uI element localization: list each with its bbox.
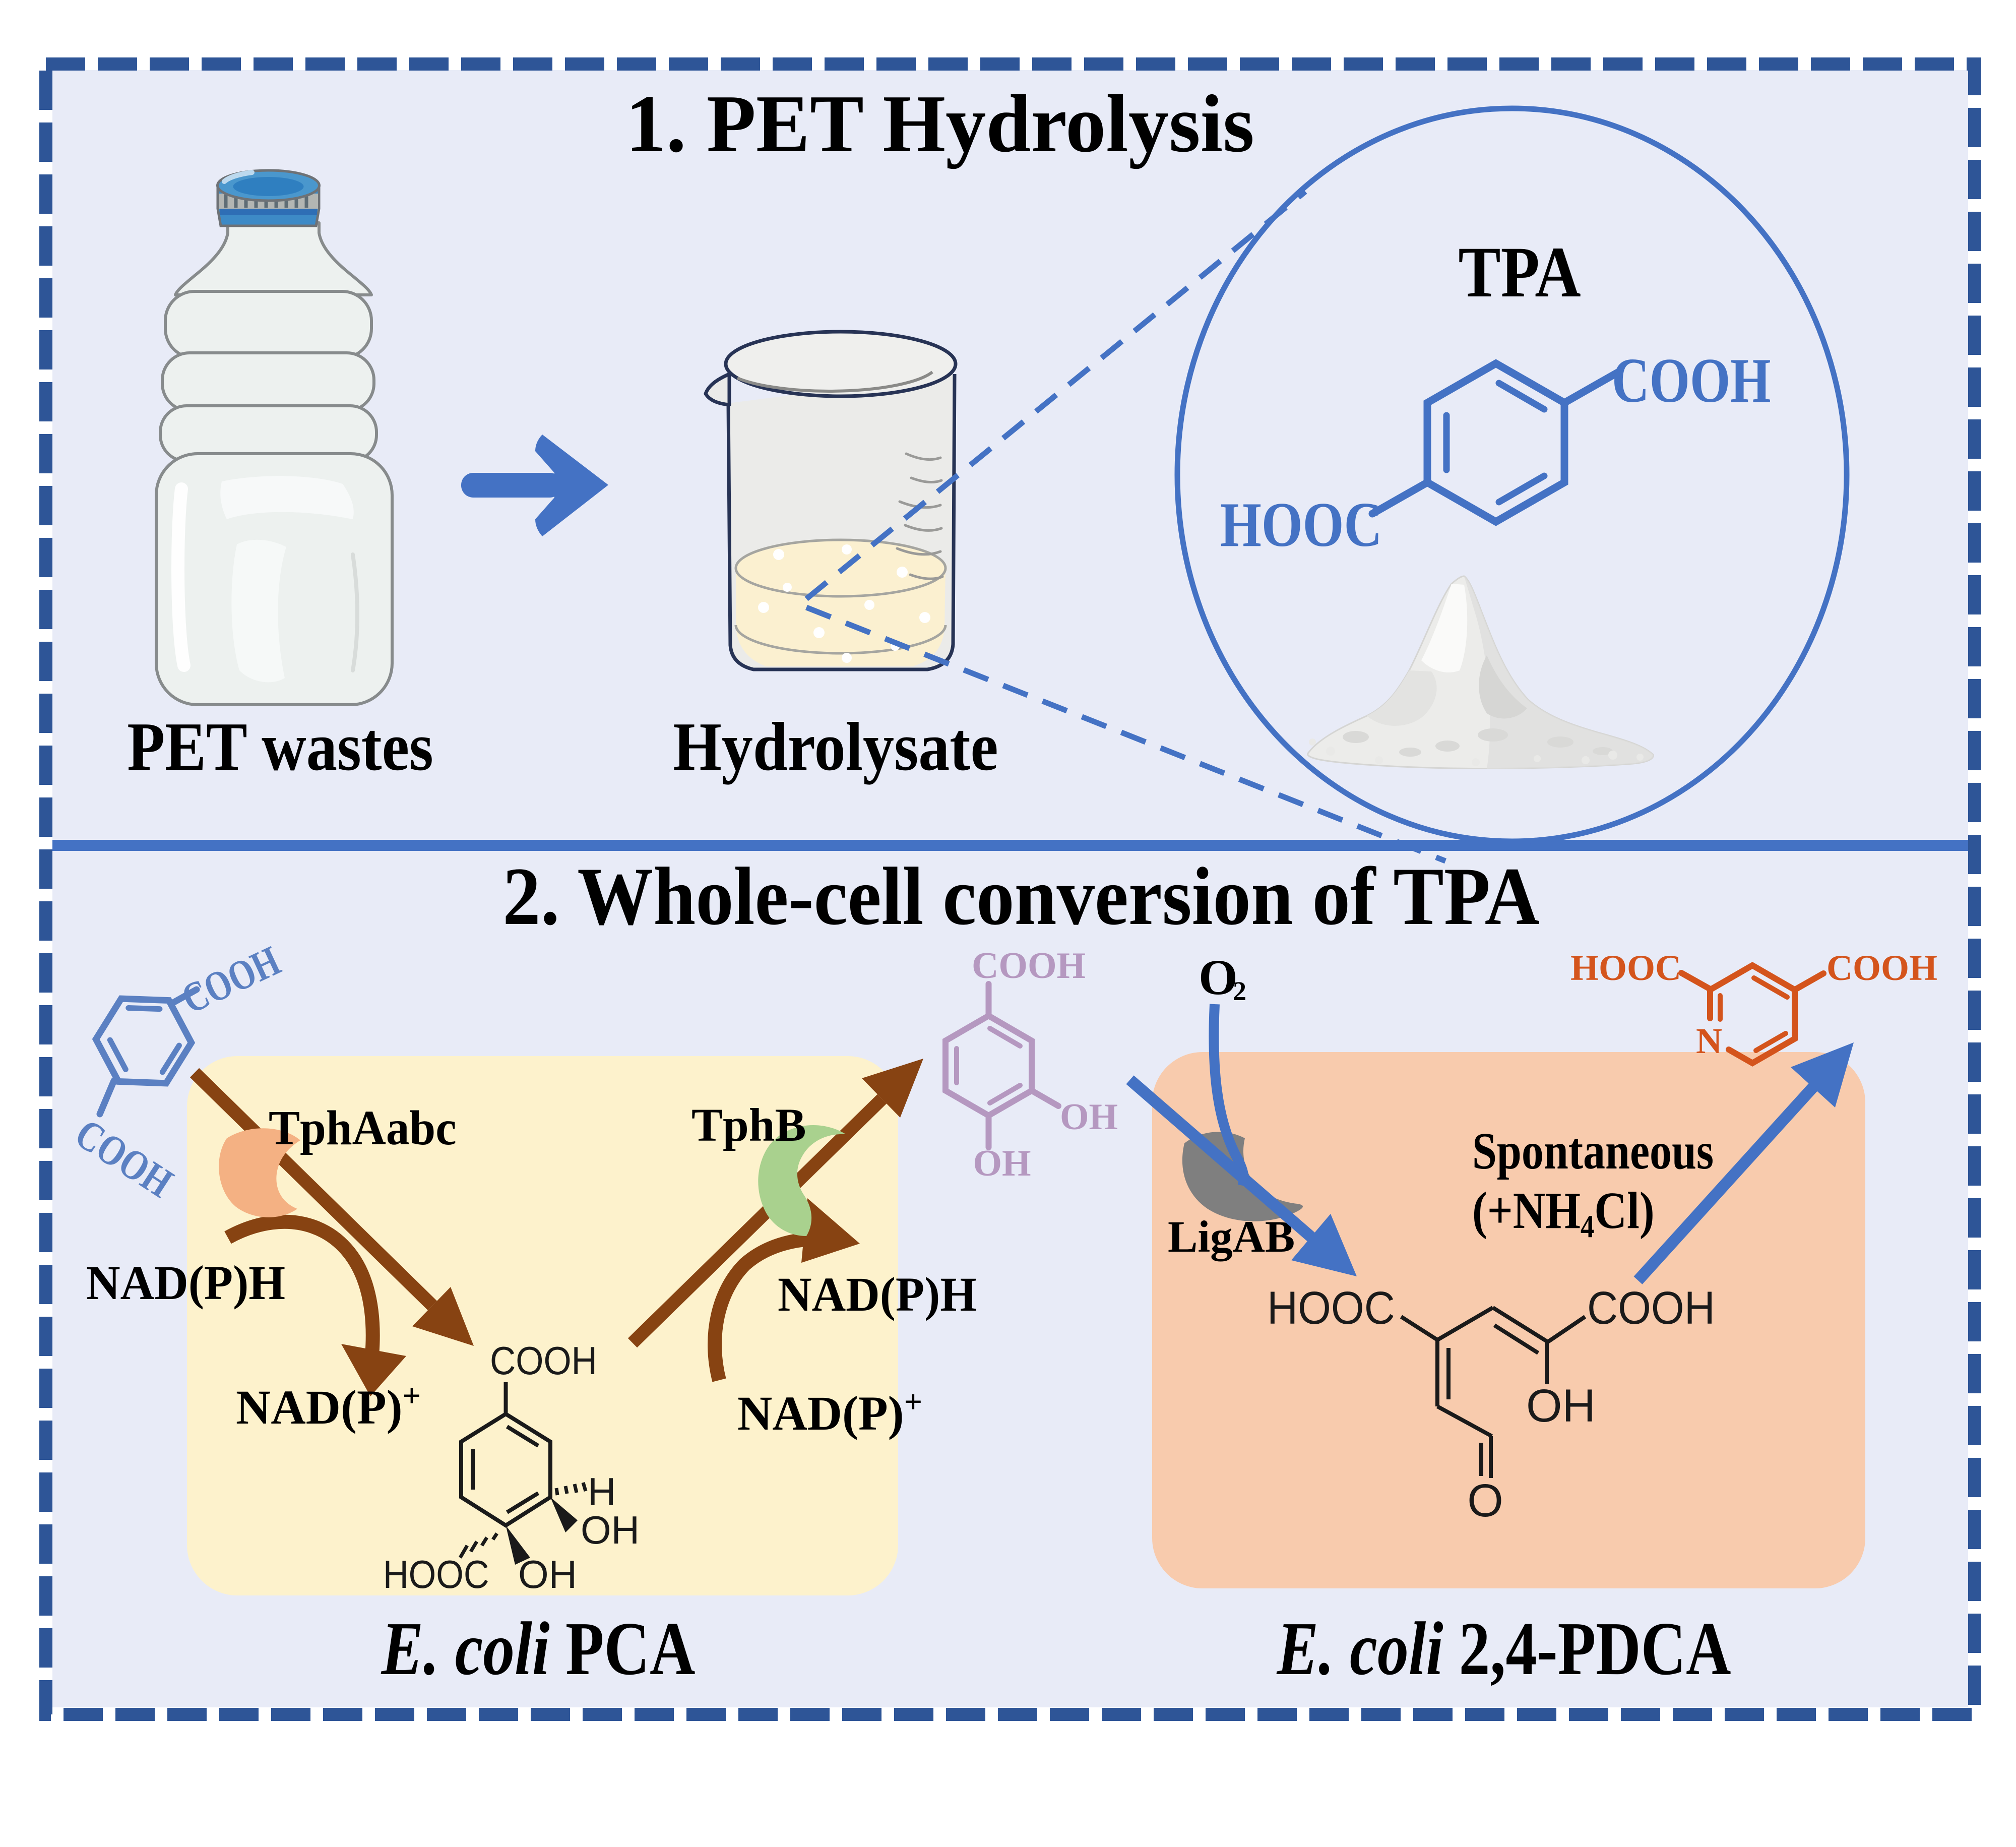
svg-text:TPA: TPA — [1458, 232, 1581, 312]
svg-text:TphAabc: TphAabc — [269, 1100, 457, 1155]
svg-text:HOOC: HOOC — [1267, 1282, 1395, 1334]
svg-text:COOH: COOH — [1587, 1282, 1715, 1334]
svg-text:2. Whole-cell conversion of TP: 2. Whole-cell conversion of TPA — [502, 851, 1539, 942]
svg-text:LigAB: LigAB — [1168, 1212, 1295, 1262]
svg-text:NAD(P)H: NAD(P)H — [778, 1268, 977, 1321]
svg-text:2: 2 — [1233, 976, 1246, 1006]
svg-text:COOH: COOH — [490, 1338, 597, 1383]
svg-text:PET wastes: PET wastes — [127, 709, 433, 785]
svg-text:TphB: TphB — [691, 1099, 806, 1151]
svg-text:HOOC: HOOC — [1220, 490, 1382, 560]
svg-text:COOH: COOH — [1612, 345, 1771, 415]
svg-text:HOOC: HOOC — [383, 1553, 489, 1596]
svg-text:Spontaneous: Spontaneous — [1472, 1122, 1714, 1180]
svg-text:COOH: COOH — [972, 945, 1086, 987]
svg-text:NAD(P)+: NAD(P)+ — [236, 1378, 421, 1434]
svg-text:HOOC: HOOC — [1570, 948, 1681, 988]
svg-text:N: N — [1696, 1021, 1722, 1061]
svg-text:OH: OH — [1060, 1096, 1118, 1138]
svg-text:NAD(P)+: NAD(P)+ — [737, 1384, 922, 1440]
svg-text:1. PET Hydrolysis: 1. PET Hydrolysis — [625, 78, 1254, 169]
svg-text:OH: OH — [581, 1508, 640, 1552]
svg-text:O: O — [1467, 1475, 1503, 1526]
svg-text:H: H — [588, 1469, 616, 1514]
svg-text:Hydrolysate: Hydrolysate — [673, 709, 998, 785]
svg-text:NAD(P)H: NAD(P)H — [86, 1256, 285, 1310]
svg-text:OH: OH — [1526, 1380, 1596, 1432]
svg-text:O: O — [1199, 949, 1238, 1005]
svg-text:E. coli 2,4-PDCA: E. coli 2,4-PDCA — [1276, 1606, 1731, 1690]
svg-text:E. coli PCA: E. coli PCA — [381, 1607, 696, 1691]
svg-text:(+NH4Cl): (+NH4Cl) — [1472, 1182, 1655, 1244]
svg-text:OH: OH — [973, 1143, 1031, 1184]
svg-text:COOH: COOH — [1826, 948, 1937, 988]
svg-text:OH: OH — [518, 1552, 577, 1596]
